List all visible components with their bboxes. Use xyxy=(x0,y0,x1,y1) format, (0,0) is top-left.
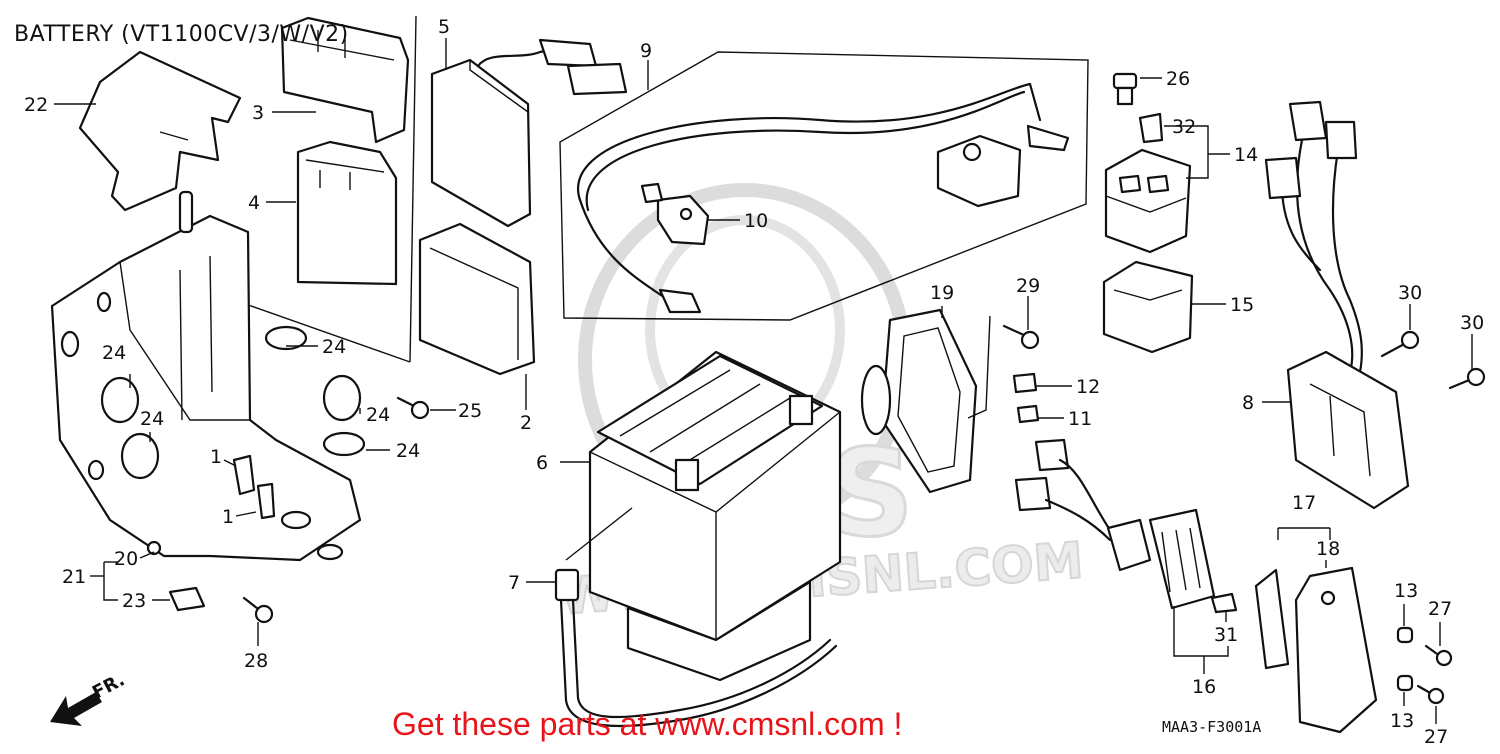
label-17: 17 xyxy=(1292,492,1316,514)
part-8-regulator xyxy=(1264,100,1410,510)
label-7: 7 xyxy=(508,572,520,594)
label-23: 23 xyxy=(122,590,146,612)
diagram-code: MAA3-F3001A xyxy=(1162,718,1262,736)
label-26: 26 xyxy=(1166,68,1190,90)
divider-line-2 xyxy=(233,299,411,363)
label-1a: 1 xyxy=(210,446,222,468)
label-15: 15 xyxy=(1230,294,1254,316)
label-24c: 24 xyxy=(140,408,164,430)
part-16-fuse-box xyxy=(1014,438,1216,610)
part-28-bolt xyxy=(242,596,274,624)
label-24a: 24 xyxy=(322,336,346,358)
diagram-title: BATTERY (VT1100CV/3/W/V2) xyxy=(14,22,349,47)
promo-footer-link[interactable]: Get these parts at www.cmsnl.com ! xyxy=(392,706,903,742)
label-27a: 27 xyxy=(1428,598,1452,620)
part-24-grommets xyxy=(100,325,366,480)
part-1-clips xyxy=(232,454,276,520)
label-32: 32 xyxy=(1172,116,1196,138)
label-6: 6 xyxy=(536,452,548,474)
label-14: 14 xyxy=(1234,144,1258,166)
label-8: 8 xyxy=(1242,392,1254,414)
label-29: 29 xyxy=(1016,275,1040,297)
label-28: 28 xyxy=(244,650,268,672)
label-25: 25 xyxy=(458,400,482,422)
label-20: 20 xyxy=(114,548,138,570)
label-11: 11 xyxy=(1068,408,1092,430)
part-number-labels: 22 3 4 5 9 26 32 14 10 15 29 19 30 30 8 … xyxy=(24,16,1484,748)
part-27-bolts xyxy=(1416,644,1453,705)
part-10-connector xyxy=(640,182,710,246)
leader-lines xyxy=(54,38,1473,724)
part-22-bracket xyxy=(78,50,242,212)
part-3-cover xyxy=(280,16,410,144)
part-5-module xyxy=(430,38,628,228)
label-24d: 24 xyxy=(366,404,390,426)
part-6-battery xyxy=(588,350,842,682)
label-31: 31 xyxy=(1214,624,1238,646)
part-2-case xyxy=(418,222,536,376)
part-13-collars xyxy=(1396,626,1414,692)
part-9-cable-box xyxy=(559,51,1089,321)
label-24e: 24 xyxy=(396,440,420,462)
label-4: 4 xyxy=(248,192,260,214)
label-10: 10 xyxy=(744,210,768,232)
part-32-fuse xyxy=(1138,112,1164,144)
part-15-relay-holder xyxy=(1102,260,1194,354)
label-24b: 24 xyxy=(102,342,126,364)
label-5: 5 xyxy=(438,16,450,38)
label-21: 21 xyxy=(62,566,86,588)
part-31-fuse xyxy=(1210,592,1238,614)
part-12-fuse xyxy=(1012,372,1038,394)
part-26-bolt xyxy=(1112,72,1138,106)
part-25-bolt xyxy=(396,396,430,420)
part-20-bracket xyxy=(146,540,162,556)
label-30a: 30 xyxy=(1398,282,1422,304)
label-9: 9 xyxy=(640,40,652,62)
part-7-vent-tube xyxy=(554,507,838,728)
part-19-cover xyxy=(860,308,978,494)
label-13b: 13 xyxy=(1390,710,1414,732)
label-3: 3 xyxy=(252,102,264,124)
part-14-relay xyxy=(1104,148,1192,254)
label-30b: 30 xyxy=(1460,312,1484,334)
label-18: 18 xyxy=(1316,538,1340,560)
label-2: 2 xyxy=(520,412,532,434)
front-direction-arrow xyxy=(50,692,102,726)
label-12: 12 xyxy=(1076,376,1100,398)
part-29-bolt xyxy=(967,315,1040,419)
part-18-cover xyxy=(1294,566,1378,734)
part-30-bolts xyxy=(1380,330,1486,390)
label-19: 19 xyxy=(930,282,954,304)
label-16: 16 xyxy=(1192,676,1216,698)
part-11-fuse xyxy=(1016,404,1040,424)
label-1b: 1 xyxy=(222,506,234,528)
divider-line xyxy=(409,15,417,363)
part-4-control-unit xyxy=(296,140,398,286)
label-22: 22 xyxy=(24,94,48,116)
label-27b: 27 xyxy=(1424,726,1448,748)
label-13a: 13 xyxy=(1394,580,1418,602)
part-23-cushion xyxy=(168,586,206,612)
part-17-gasket xyxy=(1254,568,1290,670)
